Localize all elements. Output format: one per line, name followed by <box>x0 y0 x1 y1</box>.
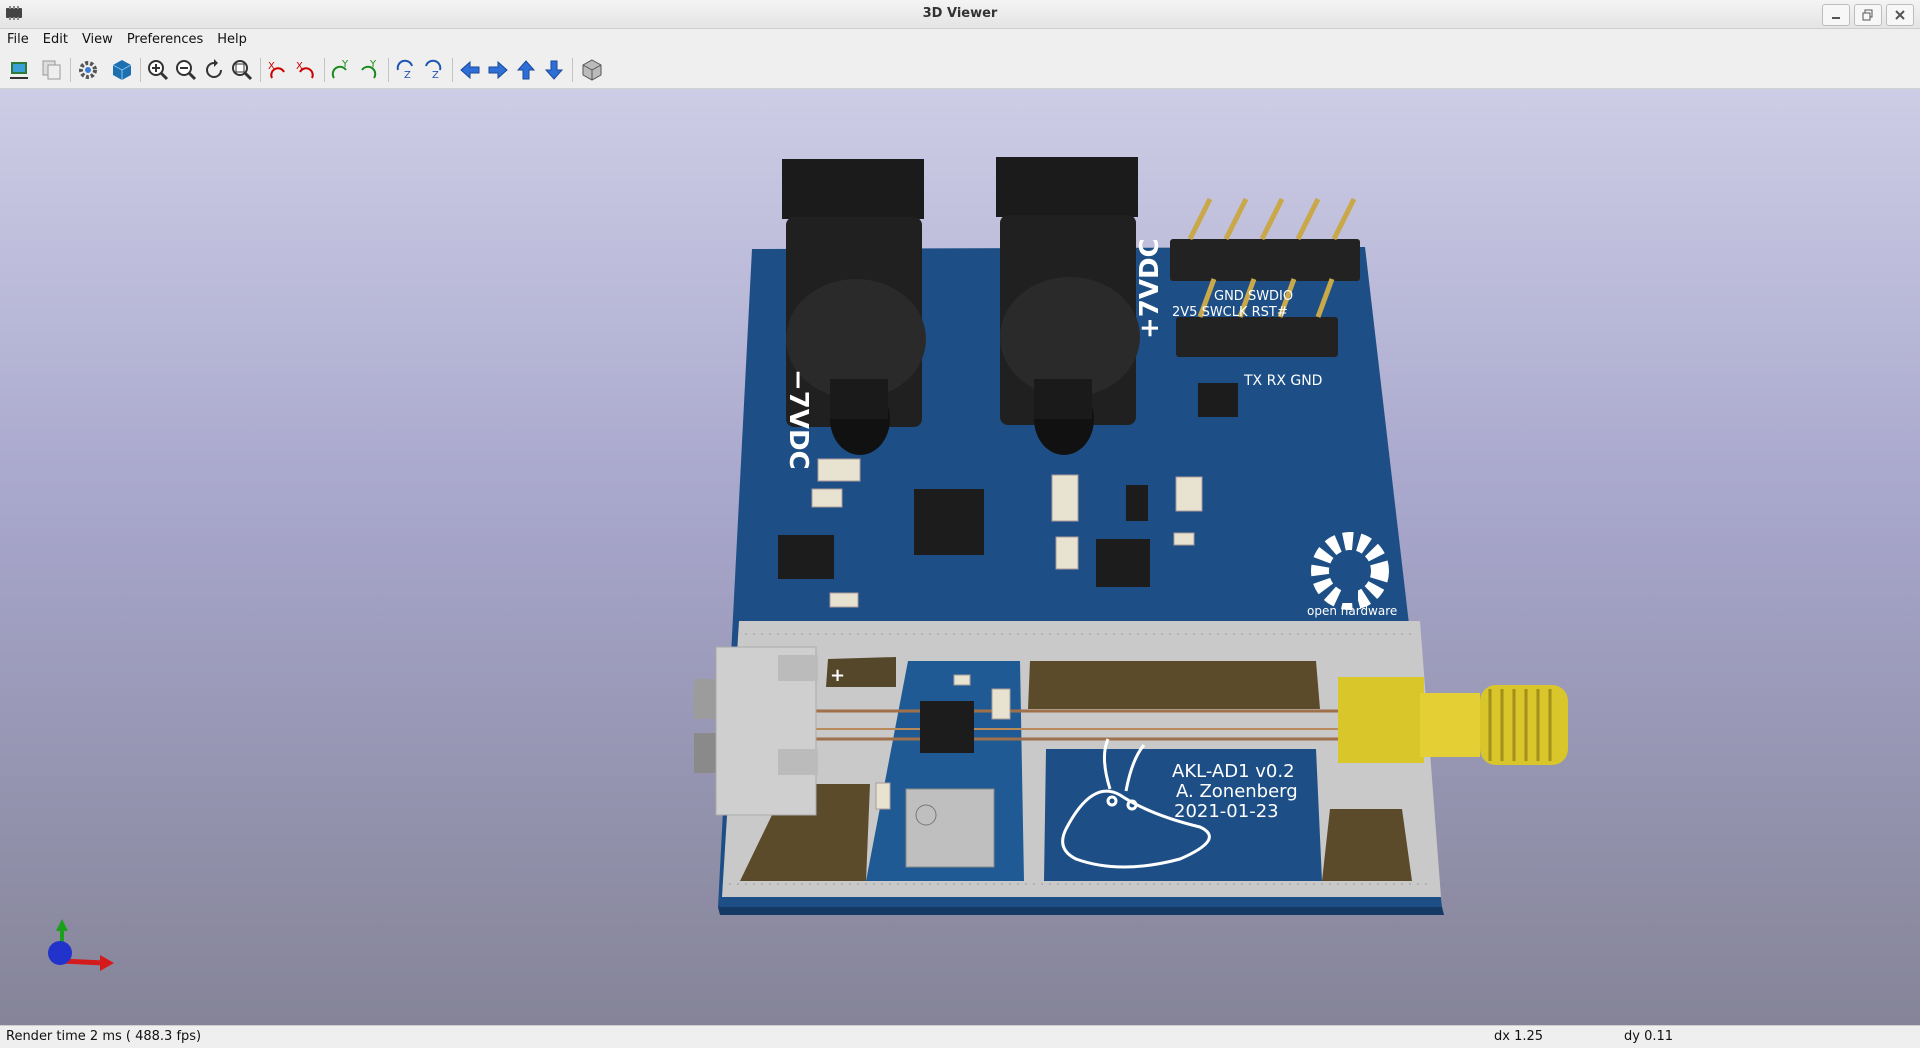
passives <box>811 458 1203 810</box>
zoom-out-button[interactable] <box>172 57 200 83</box>
render-time: Render time 2 ms ( 488.3 fps) <box>6 1029 202 1044</box>
arrow-up-icon <box>516 60 536 80</box>
ic-u2 <box>778 535 834 579</box>
reload-board-icon <box>10 62 28 79</box>
label-open-hardware: open hardware <box>1307 604 1397 618</box>
label-header-row: 2V5 SWCLK RST# <box>1172 305 1288 320</box>
rotate-y-ccw-icon: Y <box>361 59 377 79</box>
status-bar: Render time 2 ms ( 488.3 fps) dx 1.25 dy… <box>0 1025 1920 1048</box>
rotate-x-cw-button[interactable]: X <box>264 57 292 83</box>
svg-text:Z: Z <box>432 70 439 81</box>
menu-edit[interactable]: Edit <box>42 32 68 47</box>
close-icon <box>1895 10 1905 20</box>
menu-help[interactable]: Help <box>217 32 247 47</box>
zoom-in-button[interactable] <box>144 57 172 83</box>
svg-text:Y: Y <box>369 59 377 70</box>
sma-connector <box>1338 677 1568 765</box>
label-plus: + <box>830 665 845 686</box>
label-header-top: GND SWDIO <box>1214 289 1293 304</box>
raytracing-button[interactable] <box>108 57 136 83</box>
label-uart: TX RX GND <box>1243 373 1322 389</box>
pin-header-bottom <box>1176 278 1338 357</box>
zoom-in-icon <box>148 60 169 81</box>
slug-mascot <box>1061 738 1211 869</box>
inductor-l1 <box>905 788 995 868</box>
svg-text:Z: Z <box>404 70 411 81</box>
app-icon <box>6 6 22 20</box>
menu-preferences[interactable]: Preferences <box>126 32 204 47</box>
transistor-q1 <box>1126 485 1148 521</box>
label-board-name: AKL-AD1 v0.2 <box>1172 761 1295 782</box>
ic-u4 <box>1198 383 1238 417</box>
gear-icon <box>79 61 97 79</box>
minimize-icon <box>1832 17 1840 19</box>
zoom-fit-button[interactable] <box>228 57 256 83</box>
dc-jack-left <box>782 159 926 455</box>
oshw-logo <box>1311 532 1389 610</box>
svg-text:X: X <box>296 61 303 72</box>
title-bar[interactable]: 3D Viewer <box>0 0 1920 29</box>
menu-file[interactable]: File <box>7 32 29 47</box>
cube-render-icon <box>112 60 132 80</box>
close-button[interactable] <box>1886 4 1914 26</box>
arrow-right-icon <box>488 60 508 80</box>
svg-text:Y: Y <box>341 59 349 70</box>
copy-image-icon <box>42 60 61 80</box>
pin-header-top <box>1170 197 1360 281</box>
restore-icon <box>1862 9 1873 21</box>
refresh-icon <box>206 59 222 78</box>
reload-board-button[interactable] <box>6 57 34 83</box>
move-left-button[interactable] <box>456 57 484 83</box>
status-dx: dx 1.25 <box>1494 1029 1544 1044</box>
silkscreen-text: −7VDC +7VDC GND SWDIO 2V5 SWCLK RST# TX … <box>783 238 1397 822</box>
pcb-render: −7VDC +7VDC GND SWDIO 2V5 SWCLK RST# TX … <box>48 157 1568 971</box>
axis-gizmo <box>48 919 114 971</box>
minimize-button[interactable] <box>1822 4 1850 26</box>
rotate-z-cw-icon: Z <box>396 59 413 81</box>
zoom-fit-icon <box>232 60 253 81</box>
move-down-button[interactable] <box>540 57 568 83</box>
orthographic-button[interactable] <box>578 57 606 83</box>
rotate-x-cw-icon: X <box>268 61 285 79</box>
rotate-y-cw-icon: Y <box>331 59 349 79</box>
ic-u3 <box>1096 539 1150 587</box>
rotate-x-ccw-button[interactable]: X <box>292 57 320 83</box>
rotate-z-ccw-button[interactable]: Z <box>420 57 448 83</box>
label-plus-7vdc: +7VDC <box>1135 238 1165 339</box>
menu-bar: File Edit View Preferences Help <box>0 29 1920 51</box>
label-minus-7vdc: −7VDC <box>783 369 813 470</box>
rotate-x-ccw-icon: X <box>296 61 314 79</box>
zoom-out-icon <box>176 60 197 81</box>
rotate-z-ccw-icon: Z <box>425 59 442 81</box>
rotate-y-ccw-button[interactable]: Y <box>356 57 384 83</box>
window-title: 3D Viewer <box>922 6 998 21</box>
label-date: 2021-01-23 <box>1174 801 1279 822</box>
refresh-button[interactable] <box>200 57 228 83</box>
maximize-button[interactable] <box>1854 4 1882 26</box>
ic-rf-amp <box>920 701 974 753</box>
move-right-button[interactable] <box>484 57 512 83</box>
svg-text:X: X <box>268 61 275 72</box>
arrow-down-icon <box>544 60 564 80</box>
toolbar: X X Y Y Z Z <box>0 52 1920 89</box>
settings-button[interactable] <box>74 57 102 83</box>
edge-connector <box>694 646 818 816</box>
status-dy: dy 0.11 <box>1624 1029 1674 1044</box>
menu-view[interactable]: View <box>81 32 113 47</box>
arrow-left-icon <box>460 60 480 80</box>
3d-viewport[interactable]: −7VDC +7VDC GND SWDIO 2V5 SWCLK RST# TX … <box>0 89 1920 1025</box>
dc-jack-right <box>996 157 1140 455</box>
ortho-cube-icon <box>582 59 602 81</box>
ic-u1 <box>914 489 984 555</box>
move-up-button[interactable] <box>512 57 540 83</box>
rotate-z-cw-button[interactable]: Z <box>392 57 420 83</box>
rotate-y-cw-button[interactable]: Y <box>328 57 356 83</box>
label-author: A. Zonenberg <box>1176 781 1298 802</box>
copy-image-button[interactable] <box>38 57 66 83</box>
